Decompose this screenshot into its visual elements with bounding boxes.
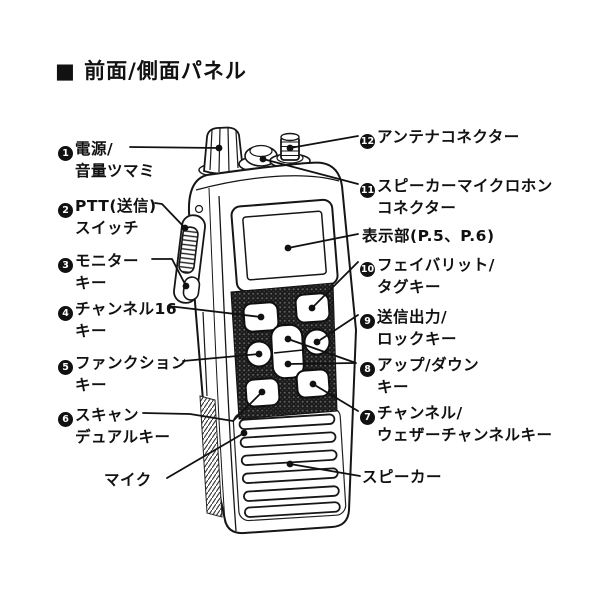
callout-text: キー: [75, 322, 108, 340]
callout-text: デュアルキー: [75, 428, 171, 446]
callout-text: キー: [377, 378, 410, 396]
callout-text: 音量ツマミ: [75, 162, 156, 180]
badge-9: 9: [360, 314, 375, 329]
screw-detail: [194, 204, 204, 214]
callout-text: チャンネル16: [75, 300, 178, 318]
callout-text: スイッチ: [75, 219, 140, 237]
callout-speaker: スピーカー: [362, 467, 442, 488]
callout-text: キー: [75, 274, 108, 292]
callout-text: アンテナコネクター: [377, 128, 520, 146]
badge-10: 10: [360, 262, 375, 277]
speaker-grille: [232, 406, 347, 522]
callout-text: ロックキー: [377, 330, 458, 348]
callout-text: モニター: [75, 252, 140, 270]
callout-text: スキャン: [75, 406, 140, 424]
leader-lines: [129, 135, 361, 479]
callout-text: マイク: [104, 471, 152, 489]
callout-text: フェイバリット/: [377, 256, 495, 274]
callout-text: 表示部(P.5、P.6): [362, 227, 495, 245]
leader-dots: [181, 144, 321, 468]
callout-text: ファンクション: [75, 354, 188, 372]
callout-text: PTT(送信): [75, 197, 157, 215]
badge-3: 3: [58, 258, 73, 273]
badge-1: 1: [58, 146, 73, 161]
callout-display: 表示部(P.5、P.6): [362, 226, 495, 247]
callout-text: キー: [75, 376, 108, 394]
badge-7: 7: [360, 410, 375, 425]
callout-text: 電源/: [75, 140, 114, 158]
badge-8: 8: [360, 362, 375, 377]
badge-5: 5: [58, 360, 73, 375]
callout-text: 送信出力/: [377, 308, 448, 326]
page-title: ■ 前面/側面パネル: [55, 59, 247, 83]
callout-text: スピーカーマイクロホン: [377, 177, 553, 195]
callout-text: アップ/ダウン: [377, 356, 480, 374]
callout-text: コネクター: [377, 199, 457, 217]
badge-6: 6: [58, 412, 73, 427]
callout-text: ウェザーチャンネルキー: [377, 426, 553, 444]
callout-text: チャンネル/: [377, 404, 463, 422]
callout-text: タグキー: [377, 278, 442, 296]
badge-2: 2: [58, 203, 73, 218]
badge-12: 12: [360, 134, 375, 149]
callout-text: スピーカー: [362, 468, 443, 486]
up-down-rocker: [270, 323, 305, 380]
side-grip-texture: [199, 395, 223, 518]
callout-mic: マイク: [104, 470, 152, 491]
badge-11: 11: [360, 183, 375, 198]
badge-4: 4: [58, 306, 73, 321]
display-screen: [230, 198, 339, 293]
